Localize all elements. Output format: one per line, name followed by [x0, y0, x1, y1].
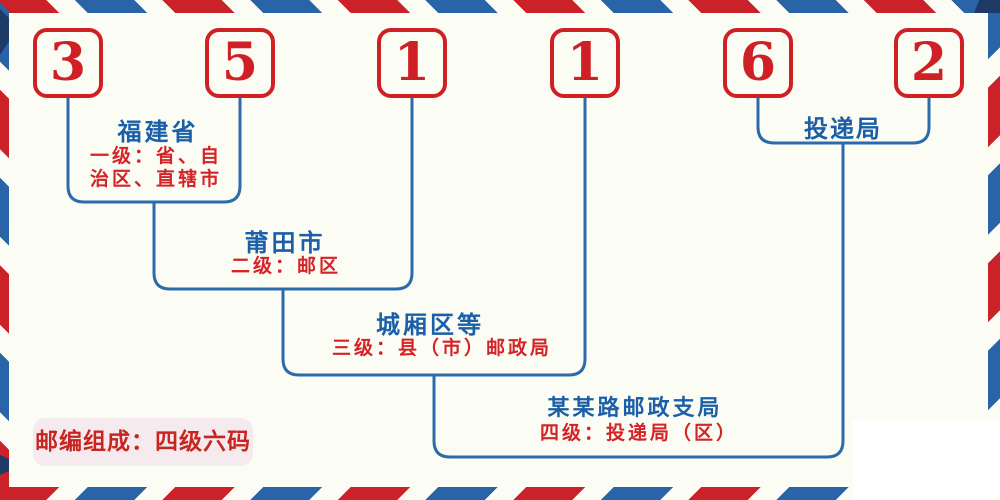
level4-description: 四级：投递局（区）	[539, 422, 739, 444]
blank-corner-patch	[853, 420, 1000, 500]
postal-code-composition-badge: 邮编组成：四级六码	[33, 418, 253, 466]
corner-accent-bottom-left	[0, 455, 9, 475]
digit-box-4: 1	[550, 28, 620, 98]
corner-accent-top-left	[0, 9, 9, 55]
digit-box-1: 3	[33, 28, 103, 98]
level1-region-label: 福建省	[117, 118, 199, 146]
digit-box-6: 2	[894, 28, 964, 98]
digit-box-3: 1	[377, 28, 447, 98]
airmail-stripe-border-left	[0, 0, 9, 500]
level2-description: 二级：邮区	[230, 255, 342, 277]
level1-description: 一级：省、自 治区、直辖市	[90, 145, 222, 191]
level3-region-label: 城厢区等	[376, 311, 484, 339]
level4-region-label: 某某路邮政支局	[547, 396, 723, 421]
delivery-office-label: 投递局	[804, 115, 882, 143]
digit-box-5: 6	[723, 28, 793, 98]
corner-accent-top-right	[974, 0, 1000, 13]
level1-description-line1: 一级：省、自	[89, 145, 223, 167]
digit-box-2: 5	[205, 28, 275, 98]
airmail-stripe-border-top	[0, 0, 1000, 13]
airmail-stripe-border-right	[988, 0, 1000, 500]
level3-description: 三级：县（市）邮政局	[331, 337, 553, 359]
level1-description-line2: 治区、直辖市	[89, 168, 223, 190]
level2-region-label: 莆田市	[244, 229, 326, 257]
airmail-stripe-border-bottom	[0, 487, 1000, 500]
